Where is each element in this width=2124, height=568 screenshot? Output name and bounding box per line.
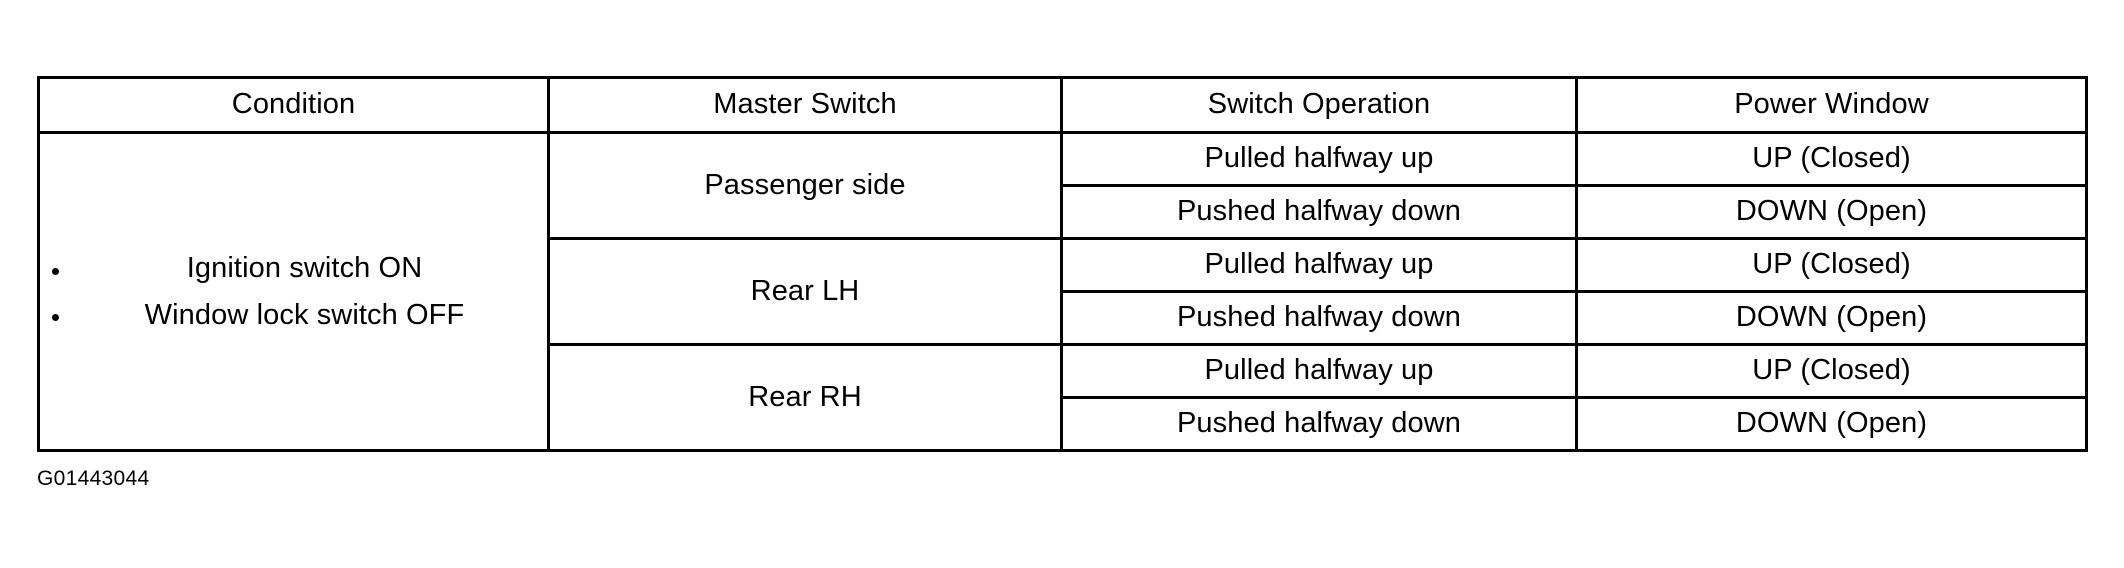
- power-window-cell: UP (Closed): [1575, 131, 2088, 187]
- table-header-row: Condition Master Switch Switch Operation…: [37, 76, 2088, 134]
- power-window-cell: DOWN (Open): [1575, 396, 2088, 452]
- table-row: Rear RH Pulled halfway up UP (Closed): [39, 343, 2088, 452]
- master-switch-cell-rear-rh: Rear RH: [547, 343, 1063, 452]
- switch-operation-cell: Pulled halfway up: [1060, 131, 1578, 187]
- switch-operation-cell: Pushed halfway down: [1060, 184, 1578, 240]
- master-switch-cell-passenger-side: Passenger side: [547, 131, 1063, 240]
- power-window-cell: UP (Closed): [1575, 343, 2088, 399]
- table-row: Rear LH Pulled halfway up UP (Closed): [39, 237, 2088, 346]
- table-header: Condition Master Switch Switch Operation…: [37, 76, 2088, 134]
- column-header-master-switch: Master Switch: [547, 76, 1063, 134]
- power-window-cell: DOWN (Open): [1575, 290, 2088, 346]
- condition-bullet-item: Ignition switch ON: [50, 250, 537, 287]
- column-header-power-window: Power Window: [1575, 76, 2088, 134]
- column-header-switch-operation: Switch Operation: [1060, 76, 1578, 134]
- column-header-condition: Condition: [37, 76, 550, 134]
- switch-operation-cell: Pulled halfway up: [1060, 343, 1578, 399]
- table-row: Pushed halfway down DOWN (Open): [39, 396, 2088, 452]
- table-row: Pushed halfway down DOWN (Open): [39, 184, 2088, 240]
- condition-bullet-item: Window lock switch OFF: [50, 297, 537, 334]
- table-body: Ignition switch ON Window lock switch OF…: [37, 131, 2088, 452]
- condition-cell: Ignition switch ON Window lock switch OF…: [37, 131, 550, 452]
- table-row: Pushed halfway down DOWN (Open): [39, 290, 2088, 346]
- figure-code-label: G01443044: [37, 467, 150, 490]
- condition-bullet-list: Ignition switch ON Window lock switch OF…: [50, 250, 537, 333]
- power-window-cell: UP (Closed): [1575, 237, 2088, 293]
- table-row: Ignition switch ON Window lock switch OF…: [37, 131, 2088, 452]
- power-window-cell: DOWN (Open): [1575, 184, 2088, 240]
- switch-operation-cell: Pushed halfway down: [1060, 396, 1578, 452]
- power-window-operation-table: Condition Master Switch Switch Operation…: [37, 76, 2088, 452]
- switch-operation-cell: Pushed halfway down: [1060, 290, 1578, 346]
- master-switch-cell-rear-lh: Rear LH: [547, 237, 1063, 346]
- switch-operation-cell: Pulled halfway up: [1060, 237, 1578, 293]
